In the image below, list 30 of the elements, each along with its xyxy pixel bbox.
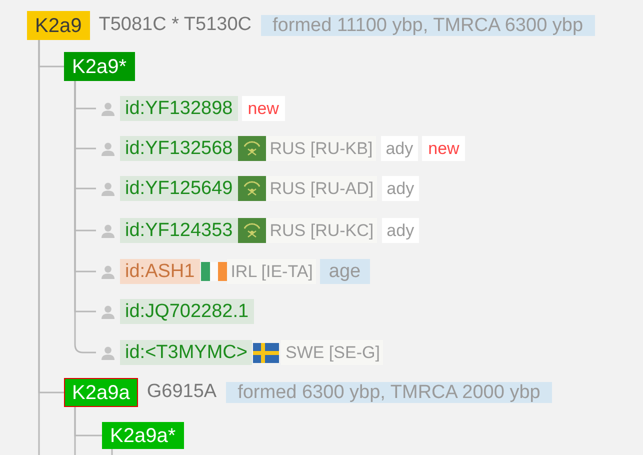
- age-estimate: formed 6300 ybp, TMRCA 2000 ybp: [226, 382, 552, 403]
- sample-id: id:JQ702282.1: [120, 299, 254, 324]
- tree-connector: [111, 449, 113, 455]
- language-tag: ady: [382, 218, 420, 243]
- sample-id: id:ASH1: [120, 259, 200, 284]
- status-tag: new: [422, 136, 466, 161]
- haplogroup-label: K2a9a: [64, 378, 138, 407]
- sample-id: id:YF124353: [120, 218, 238, 243]
- country-region: RUS [RU-KB]: [266, 136, 376, 161]
- age-estimate: formed 11100 ybp, TMRCA 6300 ybp: [260, 15, 596, 36]
- country-region: IRL [IE-TA]: [226, 259, 316, 284]
- sample-id: id:YF125649: [120, 176, 238, 201]
- sample-type-tag: age: [320, 259, 370, 284]
- mutation-list: G6915A: [146, 378, 217, 407]
- status-tag: new: [242, 96, 285, 121]
- tree-connector: [74, 81, 96, 354]
- tree-connector: [74, 407, 76, 455]
- haplogroup-label: K2a9: [27, 11, 90, 40]
- language-tag: ady: [382, 176, 420, 201]
- country-region: RUS [RU-AD]: [266, 176, 377, 201]
- sample-id: id:YF132898: [120, 96, 238, 121]
- tree-connector: [38, 40, 40, 455]
- mutation-list: T5081C * T5130C: [98, 11, 252, 40]
- haplogroup-label: K2a9a*: [102, 422, 184, 449]
- haplogroup-label: K2a9*: [64, 52, 134, 81]
- country-region: SWE [SE-G]: [281, 340, 383, 365]
- sample-id: id:YF132568: [120, 136, 238, 161]
- country-region: RUS [RU-KC]: [266, 218, 377, 243]
- language-tag: ady: [380, 136, 418, 161]
- sample-id: id:<T3MYMC>: [120, 340, 252, 365]
